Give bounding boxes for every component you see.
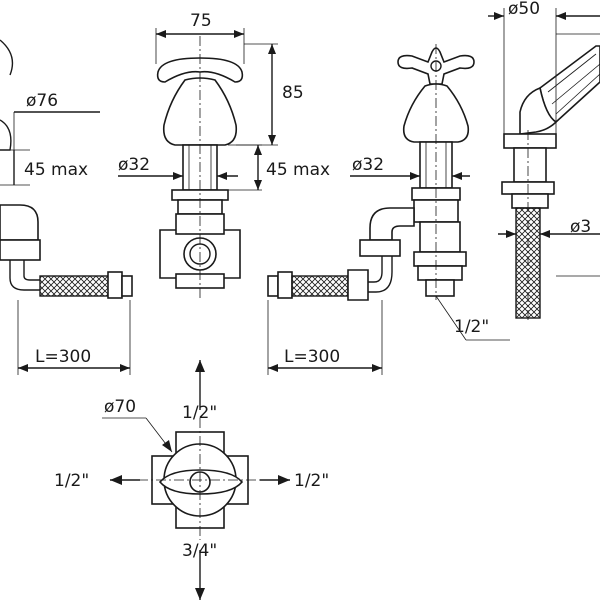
left-hose-length-label: L=300 — [35, 347, 91, 367]
dia-76-label: ø76 — [26, 91, 58, 111]
right-faucet: ø32 1/2" — [350, 44, 510, 341]
left-faucet-partial: L=300 ø76 45 max — [0, 39, 133, 375]
dia-70-label: ø70 — [104, 397, 136, 417]
width-75-label: 75 — [190, 11, 212, 31]
hand-shower: ø50 ø3 — [488, 0, 600, 320]
bottom-port-label: 3/4" — [182, 541, 217, 561]
top-port-label: 1/2" — [182, 403, 217, 423]
thread-right-label: 1/2" — [454, 317, 489, 337]
dia-50-label: ø50 — [508, 0, 540, 19]
max-45-center-label: 45 max — [266, 160, 330, 180]
center-valve: 75 85 ø32 45 max — [118, 11, 330, 300]
valve-top-view: ø70 1/2" 1/2" 1/2" 3/4" — [54, 360, 329, 600]
height-85-label: 85 — [282, 83, 304, 103]
right-port-label: 1/2" — [294, 471, 329, 491]
center-right-hose: L=300 — [267, 256, 393, 375]
dia-32-right-label: ø32 — [352, 155, 384, 175]
dia-3-partial-label: ø3 — [570, 217, 591, 237]
max-45-left-label: 45 max — [24, 160, 88, 180]
right-hose-length-label: L=300 — [284, 347, 340, 367]
left-port-label: 1/2" — [54, 471, 89, 491]
dia-32-left-label: ø32 — [118, 155, 150, 175]
left-hose-braid — [39, 275, 111, 297]
